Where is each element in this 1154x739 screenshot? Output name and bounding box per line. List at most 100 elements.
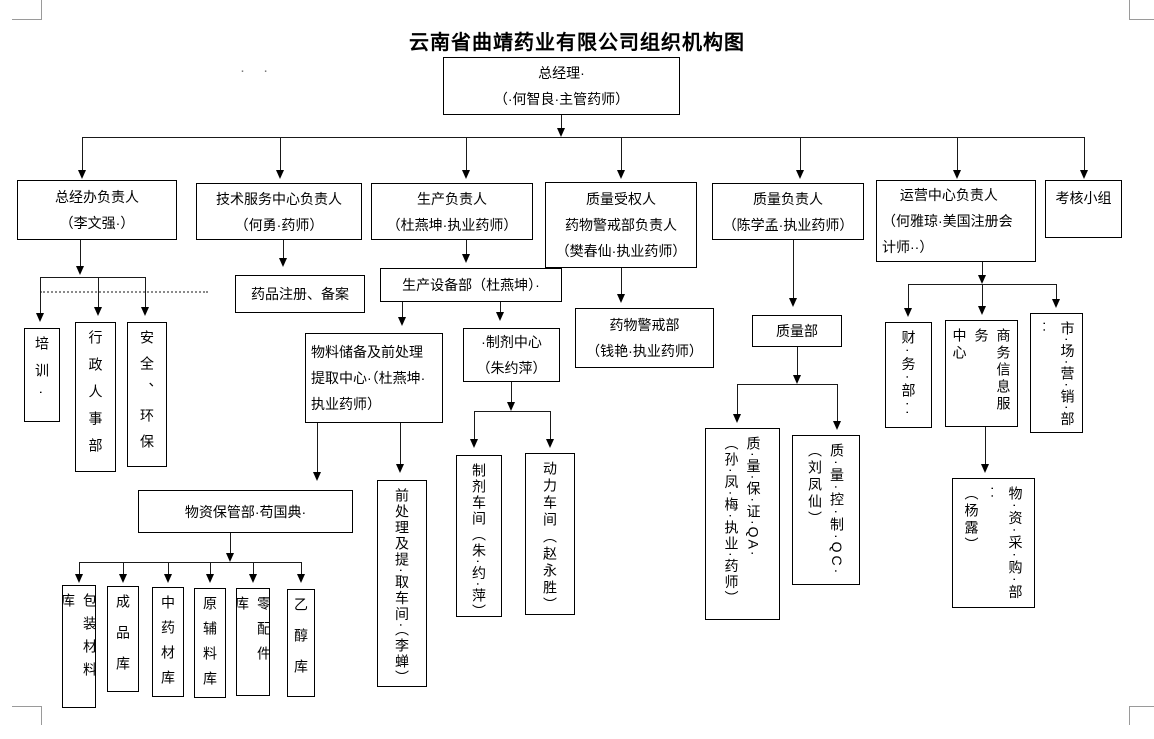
arrowhead-down-icon — [977, 275, 986, 284]
org-node-equipment-dept: 生产设备部（杜燕坤）· — [380, 268, 562, 302]
arrowhead-down-icon — [788, 298, 797, 307]
org-node-herbal-material-warehouse: 中药材库 — [152, 587, 184, 697]
org-node-gm-office-head: 总经办负责人 （李文强·） — [17, 180, 177, 240]
connector-line-dotted — [40, 291, 208, 293]
connector-line — [908, 285, 910, 308]
arrowhead-down-icon — [77, 170, 86, 179]
connector-line — [511, 382, 513, 402]
connector-line — [621, 268, 623, 294]
arrowhead-down-icon — [545, 439, 554, 448]
org-node-label: 质量受权人 药物警戒部负责人 （樊春仙·执业药师） — [555, 191, 687, 259]
connector-line — [737, 384, 838, 386]
org-node-quality-control-qc: 质·量·控·制·QC· （刘凤仙） — [792, 435, 860, 585]
org-node-preparation-workshop: 制剂车间（朱·约·萍） — [456, 455, 502, 617]
arrowhead-down-icon — [397, 317, 406, 326]
org-node-label: 物料储备及前处理 提取中心·（杜燕坤· 执业药师） — [311, 344, 426, 412]
arrowhead-down-icon — [74, 574, 83, 583]
org-node-safety-environment: 安全、环保 — [127, 322, 167, 467]
org-node-label: 质·量·保·证·QA· （孙·凤·梅·执业·药师） — [723, 436, 762, 607]
connector-line — [123, 563, 125, 574]
arrowhead-down-icon — [1079, 170, 1088, 179]
org-node-label: 质量部 — [776, 323, 818, 339]
page-corner-mark — [12, 0, 42, 20]
org-node-label: 乙醇库 — [293, 597, 309, 690]
arrowhead-down-icon — [296, 574, 305, 583]
org-node-finished-goods-warehouse: 成品库 — [107, 586, 139, 692]
arrowhead-down-icon — [205, 574, 214, 583]
connector-line — [837, 385, 839, 421]
org-node-label: 行政人事部 — [87, 330, 104, 465]
connector-line — [561, 115, 563, 129]
connector-line — [98, 278, 100, 307]
arrowhead-down-icon — [275, 170, 284, 179]
connector-line — [908, 284, 1057, 286]
connector-line — [80, 240, 82, 266]
arrowhead-down-icon — [556, 128, 565, 137]
connector-line — [982, 285, 984, 306]
connector-line — [982, 262, 984, 275]
org-node-ethanol-warehouse: 乙醇库 — [287, 589, 315, 697]
connector-line — [1056, 285, 1058, 299]
org-node-label: 市·场·营·销·部·· — [1037, 321, 1076, 428]
arrowhead-down-icon — [792, 375, 801, 384]
org-node-raw-auxiliary-warehouse: 原辅料库 — [194, 588, 226, 698]
arrowhead-down-icon — [1051, 299, 1060, 308]
connector-line — [797, 347, 799, 375]
org-node-material-storage-dept: 物资保管部·苟国典· — [138, 490, 353, 533]
arrowhead-down-icon — [118, 574, 127, 583]
arrowhead-down-icon — [832, 421, 841, 430]
connector-line — [280, 138, 282, 170]
org-node-label: 运营中心负责人 （何雅琼·美国注册会 计师··） — [882, 187, 1013, 255]
org-node-quality-assurance-qa: 质·量·保·证·QA· （孙·凤·梅·执业·药师） — [705, 428, 780, 620]
org-node-label: 成品库 — [115, 594, 131, 687]
connector-line — [40, 278, 42, 313]
arrowhead-down-icon — [312, 472, 321, 481]
org-node-material-prep-center: 物料储备及前处理 提取中心·（杜燕坤· 执业药师） — [305, 333, 443, 423]
org-node-label: 培训· — [34, 336, 50, 408]
arrowhead-down-icon — [952, 170, 961, 179]
org-node-packaging-material-warehouse: 包装材料库 — [62, 585, 96, 708]
connector-line — [253, 563, 255, 574]
org-node-production-head: 生产负责人 （杜燕坤·执业药师） — [371, 183, 533, 240]
connector-line — [82, 137, 1085, 139]
org-node-spare-parts-warehouse: 零配件库 — [236, 588, 270, 696]
connector-line — [793, 240, 795, 298]
connector-line — [301, 563, 303, 574]
org-node-label: 财·务·部·· — [900, 330, 917, 419]
connector-line — [985, 427, 987, 464]
org-node-label: 零配件库 — [236, 596, 270, 671]
org-node-general-manager: 总经理· （·何智良·主管药师） — [443, 57, 680, 115]
connector-line — [79, 563, 81, 574]
connector-line — [466, 138, 468, 170]
org-node-label: ·制剂中心 （朱约萍） — [476, 334, 547, 376]
org-node-pre-extraction-workshop: 前处理及提·取车间·（李蝉） — [377, 480, 427, 687]
arrowhead-down-icon — [140, 307, 149, 316]
org-node-label: 生产设备部（杜燕坤）· — [402, 277, 540, 293]
org-node-label: 技术服务中心负责人 （何勇·药师） — [216, 190, 342, 233]
arrowhead-down-icon — [395, 464, 404, 473]
org-node-label: 物资保管部·苟国典· — [184, 503, 307, 520]
org-node-quality-dept: 质量部 — [752, 315, 842, 347]
org-node-drug-registration: 药品注册、备案 — [235, 275, 365, 313]
connector-line — [466, 240, 468, 254]
arrowhead-down-icon — [225, 553, 234, 562]
arrowhead-down-icon — [248, 574, 257, 583]
arrowhead-down-icon — [163, 574, 172, 583]
org-node-pharmacovigilance-dept: 药物警戒部 （钱艳·执业药师） — [575, 308, 714, 368]
arrowhead-down-icon — [506, 402, 515, 411]
org-node-power-workshop: 动力车间（赵永胜） — [525, 453, 575, 615]
arrowhead-down-icon — [461, 254, 470, 263]
connector-line — [621, 138, 623, 170]
page-corner-mark — [1129, 706, 1154, 725]
page-corner-mark — [1129, 0, 1154, 20]
connector-line — [500, 302, 502, 312]
arrowhead-down-icon — [495, 312, 504, 321]
org-node-label: 总经理· （·何智良·主管药师） — [493, 65, 630, 107]
connector-line — [317, 423, 319, 472]
org-node-assessment-team: 考核小组 — [1045, 180, 1122, 238]
connector-line — [737, 385, 739, 414]
org-node-quality-authorized: 质量受权人 药物警戒部负责人 （樊春仙·执业药师） — [545, 182, 697, 268]
connector-line — [210, 563, 212, 574]
org-node-purchasing-dept: 物·资·采·购·部·· （杨露） — [952, 478, 1035, 608]
